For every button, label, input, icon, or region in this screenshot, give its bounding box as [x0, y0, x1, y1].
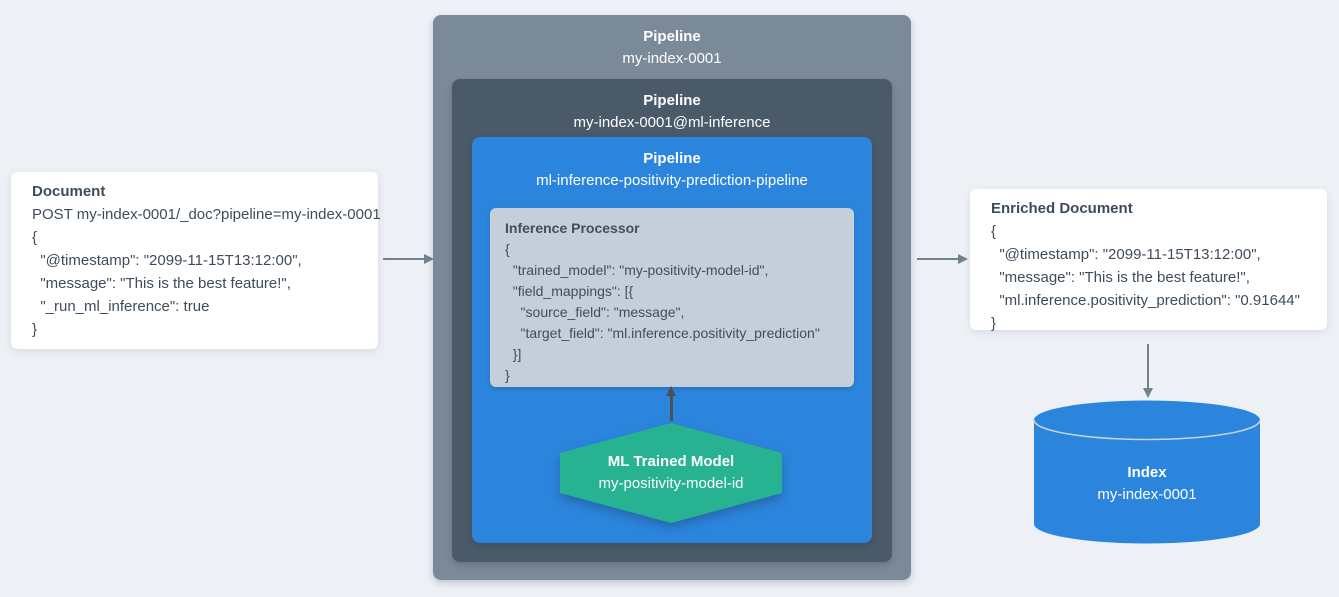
- json-line: "_run_ml_inference": true: [32, 298, 210, 315]
- index-title: Index: [1127, 464, 1167, 481]
- arrow-enriched-to-index-icon: [1143, 344, 1153, 398]
- arrow-document-to-pipeline-icon: [383, 254, 434, 264]
- json-line: "@timestamp": "2099-11-15T13:12:00",: [991, 246, 1261, 263]
- enriched-document-card: Enriched Document { "@timestamp": "2099-…: [970, 189, 1327, 332]
- document-title: Document: [32, 183, 106, 200]
- json-line: }: [32, 321, 38, 338]
- json-line: POST my-index-0001/_doc?pipeline=my-inde…: [32, 206, 381, 223]
- arrow-model-to-processor-icon: [666, 386, 676, 421]
- json-line: "source_field": "message",: [505, 304, 685, 320]
- enriched-document-title: Enriched Document: [991, 200, 1133, 217]
- json-line: "@timestamp": "2099-11-15T13:12:00",: [32, 252, 302, 269]
- json-line: "ml.inference.positivity_prediction": "0…: [991, 292, 1300, 309]
- ml-model-name: my-positivity-model-id: [598, 475, 744, 492]
- outer-pipeline-box: Pipeline my-index-0001 Pipeline my-index…: [433, 15, 911, 580]
- ml-pipeline-name: ml-inference-positivity-prediction-pipel…: [536, 172, 808, 189]
- ml-pipeline-label: Pipeline: [643, 150, 701, 167]
- index-label: Index my-index-0001: [1033, 462, 1261, 506]
- json-line: {: [991, 223, 997, 240]
- inference-processor-title: Inference Processor: [505, 220, 640, 236]
- ml-pipeline-header: Pipeline ml-inference-positivity-predict…: [472, 137, 872, 192]
- inner-pipeline-header: Pipeline my-index-0001@ml-inference: [452, 79, 892, 134]
- json-line: }: [505, 367, 510, 383]
- json-line: "trained_model": "my-positivity-model-id…: [505, 262, 769, 278]
- json-line: {: [32, 229, 38, 246]
- arrow-pipeline-to-enriched-icon: [917, 254, 968, 264]
- json-line: }: [991, 315, 997, 332]
- outer-pipeline-label: Pipeline: [643, 28, 701, 45]
- ml-model-title: ML Trained Model: [607, 453, 735, 470]
- inference-processor-box: Inference Processor { "trained_model": "…: [490, 208, 854, 387]
- json-line: "message": "This is the best feature!",: [991, 269, 1250, 286]
- json-line: "target_field": "ml.inference.positivity…: [505, 325, 820, 341]
- json-line: {: [505, 241, 510, 257]
- inner-pipeline-label: Pipeline: [643, 92, 701, 109]
- inner-pipeline-name: my-index-0001@ml-inference: [573, 114, 771, 131]
- outer-pipeline-name: my-index-0001: [622, 50, 722, 67]
- index-name: my-index-0001: [1097, 486, 1197, 503]
- ml-trained-model-shape: ML Trained Model my-positivity-model-id: [560, 423, 782, 523]
- ml-pipeline-box: Pipeline ml-inference-positivity-predict…: [472, 137, 872, 543]
- json-line: }]: [505, 346, 522, 362]
- outer-pipeline-header: Pipeline my-index-0001: [433, 15, 911, 70]
- index-cylinder: Index my-index-0001: [1033, 400, 1261, 545]
- json-line: "field_mappings": [{: [505, 283, 634, 299]
- inner-pipeline-box: Pipeline my-index-0001@ml-inference Pipe…: [452, 79, 892, 562]
- json-line: "message": "This is the best feature!",: [32, 275, 291, 292]
- source-document-card: Document POST my-index-0001/_doc?pipelin…: [11, 172, 381, 349]
- ml-trained-model-hexagon: ML Trained Model my-positivity-model-id: [560, 423, 782, 523]
- database-cylinder-icon: [1033, 400, 1261, 544]
